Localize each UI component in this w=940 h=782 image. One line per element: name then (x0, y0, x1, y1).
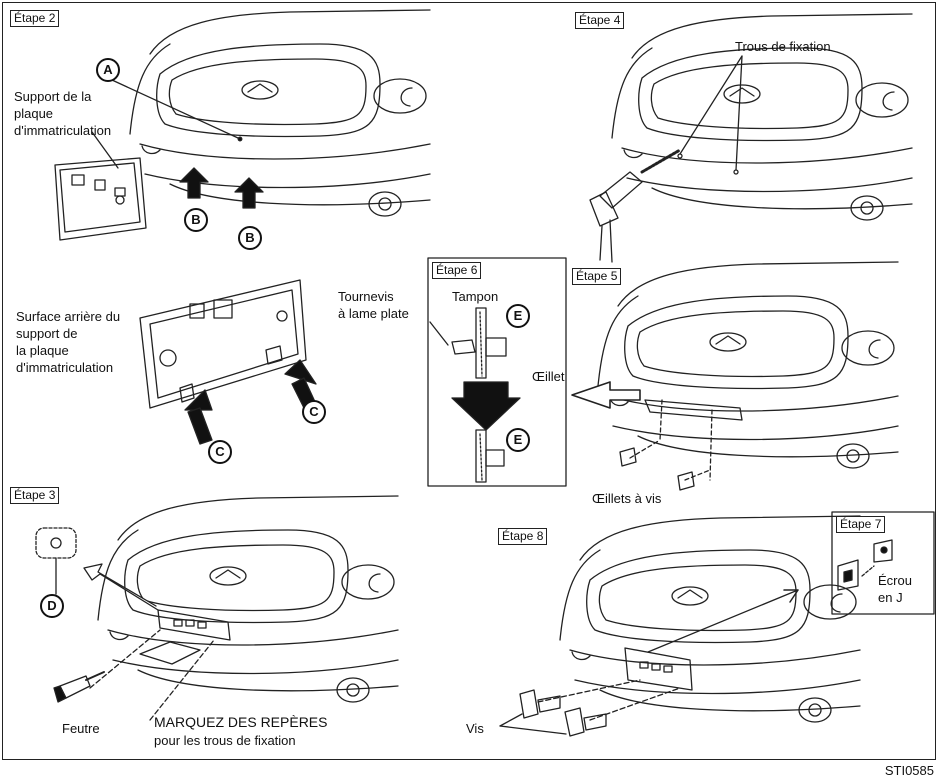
step-7-label: Étape 7 (836, 516, 886, 533)
label-pour-trous: pour les trous de fixation (154, 733, 296, 748)
callout-e-1: E (506, 304, 530, 328)
label-surface-arriere: Surface arrière du support de la plaque … (16, 309, 121, 375)
label-trous-fixation: Trous de fixation (735, 39, 831, 54)
figure-code: STI0585 (884, 763, 934, 778)
step-5-label: Étape 5 (572, 268, 622, 285)
callout-a: A (96, 58, 120, 82)
callout-b-2: B (238, 226, 262, 250)
step-3-label: Étape 3 (10, 487, 60, 504)
step-2-label: Étape 2 (10, 10, 60, 27)
label-feutre: Feutre (62, 721, 100, 736)
step-6-label: Étape 6 (432, 262, 482, 279)
callout-b-1: B (184, 208, 208, 232)
illustration-frame (2, 2, 936, 760)
callout-d: D (40, 594, 64, 618)
callout-c-1: C (208, 440, 232, 464)
callout-c-2: C (302, 400, 326, 424)
label-ecrou: Écrou en J (878, 573, 912, 605)
label-vis: Vis (466, 721, 484, 736)
label-oeillet: Œillet (532, 369, 565, 384)
label-tournevis: Tournevis à lame plate (338, 289, 409, 321)
label-oeillets-vis: Œillets à vis (592, 491, 662, 506)
callout-e-2: E (506, 428, 530, 452)
label-support-plaque: Support de la plaque d'immatriculation (14, 89, 112, 138)
label-marquez: MARQUEZ DES REPÈRES (154, 714, 328, 730)
label-tampon: Tampon (452, 289, 499, 304)
step-8-label: Étape 8 (498, 528, 548, 545)
step-4-label: Étape 4 (575, 12, 625, 29)
